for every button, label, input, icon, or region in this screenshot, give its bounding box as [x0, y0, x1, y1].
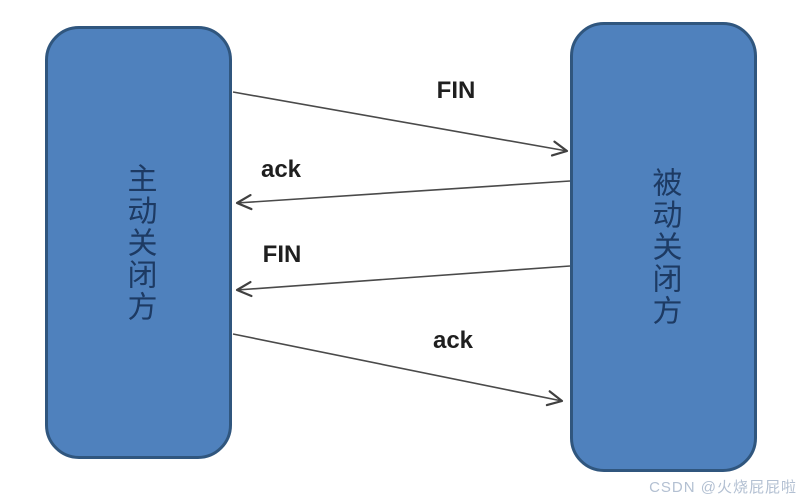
arrow-fin-2 — [235, 265, 571, 298]
message-label-fin-2: FIN — [262, 241, 302, 268]
arrow-ack-1 — [235, 180, 571, 211]
message-label-ack-1: ack — [260, 156, 302, 183]
message-label-ack-2: ack — [432, 327, 474, 354]
message-label-fin-1: FIN — [436, 77, 476, 104]
node-active-closer-label: 主动关闭方 — [122, 162, 156, 323]
arrow-fin-1 — [232, 91, 569, 157]
node-active-closer: 主动关闭方 — [45, 26, 232, 459]
node-passive-closer-label: 被动关闭方 — [647, 167, 681, 327]
node-passive-closer: 被动关闭方 — [570, 22, 757, 472]
watermark: CSDN @火烧屁屁啦 — [649, 479, 797, 496]
arrow-ack-2 — [232, 333, 564, 407]
